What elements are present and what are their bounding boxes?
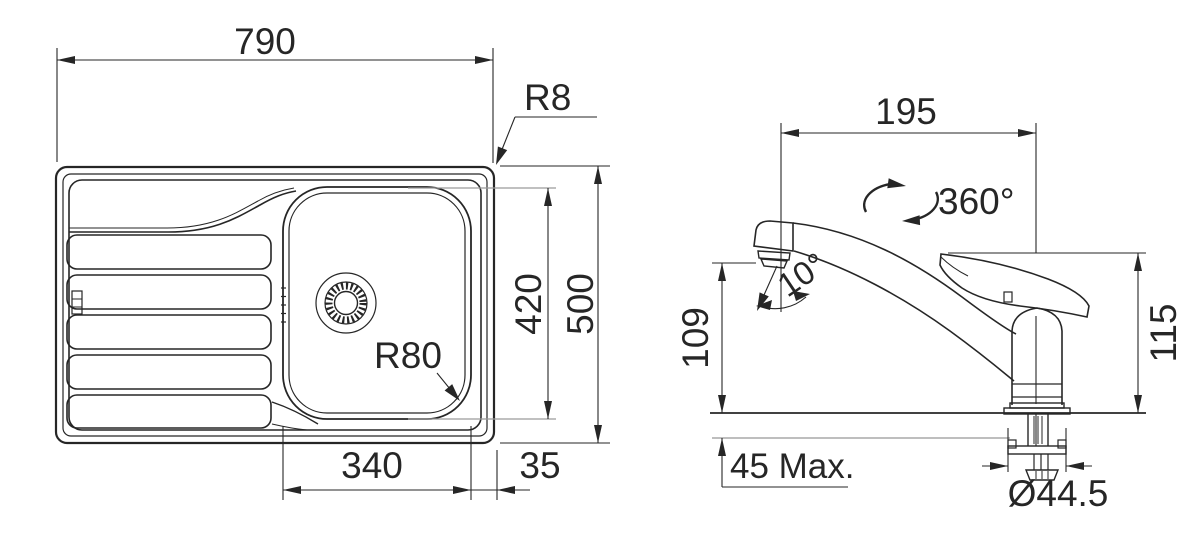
arrowhead (444, 384, 460, 401)
arrowhead (594, 166, 602, 184)
dim-label-spout-height: 109 (675, 307, 716, 369)
temp-indicator (1003, 291, 1013, 303)
base-flange (1003, 407, 1071, 415)
hose-fitting (1024, 469, 1060, 481)
sink-rim-line (62, 173, 488, 437)
arrowhead (902, 215, 921, 226)
swivel-symbol: 360° (863, 178, 1015, 226)
rotation-arrow-arc (911, 191, 939, 222)
dim-label-sink-width: 790 (234, 21, 296, 62)
arrowhead (1018, 129, 1036, 137)
dimension-45-max: 45 Max. (718, 438, 855, 488)
arrowhead (283, 486, 301, 494)
dim-label-bowl-width: 420 (508, 273, 549, 335)
sink-interior-line (68, 179, 482, 431)
dim-label-bowl-length: 340 (341, 445, 403, 486)
dim-label-body-height: 115 (1143, 304, 1184, 363)
arrowhead (1066, 462, 1084, 470)
aerator-ring (757, 250, 791, 261)
spout-upper-outline (792, 222, 1017, 335)
rotation-arrow-arc (863, 182, 891, 213)
arrowhead (756, 300, 772, 310)
dim-label-spout-angle: 10° (771, 245, 833, 304)
dim-label-swivel: 360° (938, 181, 1015, 222)
drainer-rib (66, 234, 272, 270)
handle-lip-line (940, 256, 969, 277)
arrowhead (57, 56, 75, 64)
dimension-109: 109 (675, 262, 756, 413)
mounting-hardware (1007, 414, 1067, 481)
drainer-rib (66, 394, 272, 429)
arrowhead (990, 462, 1008, 470)
dimension-420: 420 (408, 187, 556, 420)
drainer-rib (66, 314, 272, 350)
arrowhead (887, 178, 906, 189)
arrowhead (718, 395, 726, 413)
arrowhead (718, 263, 726, 281)
arrowhead (718, 438, 726, 456)
arrowhead (497, 486, 515, 494)
arrowhead (453, 486, 471, 494)
dimension-500: 500 (500, 165, 610, 444)
overflow-detail (71, 290, 83, 315)
overflow-box (71, 290, 83, 315)
arrowhead (594, 425, 602, 443)
drain-outer-circle (315, 272, 377, 334)
arrowhead (1134, 395, 1142, 413)
drain-ring (324, 281, 368, 325)
dim-label-spout-reach: 195 (875, 91, 937, 132)
arrowhead (544, 401, 552, 419)
base-collar (1009, 402, 1065, 409)
dim-label-counter-max: 45 Max. (730, 447, 855, 486)
dimension-340-35: 340 35 (282, 426, 561, 500)
horseshoe-bracket (1007, 445, 1067, 455)
bowl-inner-line (288, 192, 466, 414)
faucet-spout (753, 220, 1017, 382)
cartridge-dome (1011, 307, 1063, 332)
dimension-195: 195 (781, 91, 1036, 137)
dimension-base-diameter: Ø44.5 (982, 428, 1108, 514)
bowl-outline (282, 186, 472, 420)
faucet-handle (939, 253, 1090, 332)
dim-label-bowl-radius: R80 (374, 335, 442, 376)
callout-r80: R80 (374, 335, 460, 401)
dim-label-edge-offset: 35 (519, 445, 560, 486)
angle-annotation-10: 10° (756, 245, 833, 311)
arrowhead (496, 146, 508, 165)
dim-label-base-diameter: Ø44.5 (1008, 473, 1109, 514)
drainer-transition-curves (69, 187, 319, 431)
faucet-body (1003, 331, 1071, 415)
sink-outer-edge (54, 165, 496, 445)
dim-label-rim-radius: R8 (524, 77, 571, 118)
drain-strainer (315, 272, 377, 334)
spout-head (753, 220, 794, 252)
arrowhead (1134, 253, 1142, 271)
dimension-115: 115 (948, 252, 1184, 413)
arrowhead (544, 188, 552, 206)
drainer-rib (66, 354, 272, 390)
bracket-tab (1057, 439, 1067, 449)
bracket-tab (1007, 439, 1017, 449)
dim-label-sink-depth: 500 (560, 273, 601, 335)
arrowhead (475, 56, 493, 64)
arrowhead (781, 129, 799, 137)
drain-hole (333, 290, 359, 316)
drain-slots (325, 282, 367, 324)
faucet-side-view: 195 360° 10° 109 (675, 91, 1184, 514)
arrowhead (793, 291, 810, 301)
callout-r8: R8 (496, 77, 597, 165)
spout-lower-outline (793, 250, 1015, 382)
dimension-790: 790 (56, 21, 494, 163)
drainer-ribs (66, 234, 272, 429)
drainer-rib (66, 274, 272, 310)
sink-plan-view: 790 R8 420 500 R80 (54, 21, 610, 500)
lever-handle (939, 253, 1090, 318)
aerator-outlet (759, 258, 789, 269)
